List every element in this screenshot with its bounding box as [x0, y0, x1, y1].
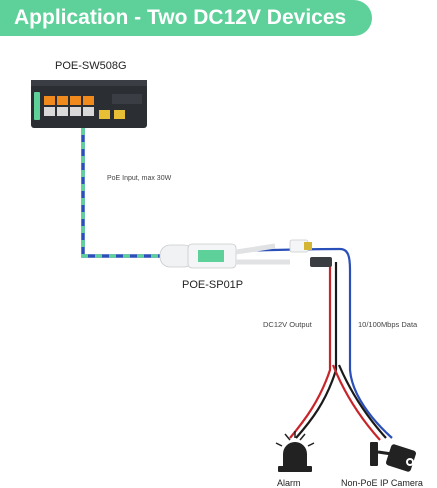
poe-cable [81, 128, 160, 258]
camera-icon [370, 442, 416, 472]
diagram-title: Application - Two DC12V Devices [14, 6, 347, 29]
data-rate-label: 10/100Mbps Data [358, 320, 418, 329]
poe-input-label: PoE Input, max 30W [107, 175, 172, 182]
title-banner: Application - Two DC12V Devices [0, 0, 372, 36]
dc-cable-camera [331, 364, 387, 441]
alarm-beacon-icon [275, 431, 315, 472]
dc-output-label: DC12V Output [263, 320, 312, 329]
poe-splitter [159, 239, 332, 269]
poe-switch [31, 80, 147, 128]
splitter-model-label: POE-SP01P [182, 279, 244, 291]
switch-ports [44, 96, 125, 119]
data-cable [235, 247, 393, 439]
switch-model-label: POE-SW508G [55, 60, 127, 72]
camera-label: Non-PoE IP Camera [341, 478, 423, 488]
dc-cable [289, 262, 338, 439]
alarm-label: Alarm [277, 478, 301, 488]
